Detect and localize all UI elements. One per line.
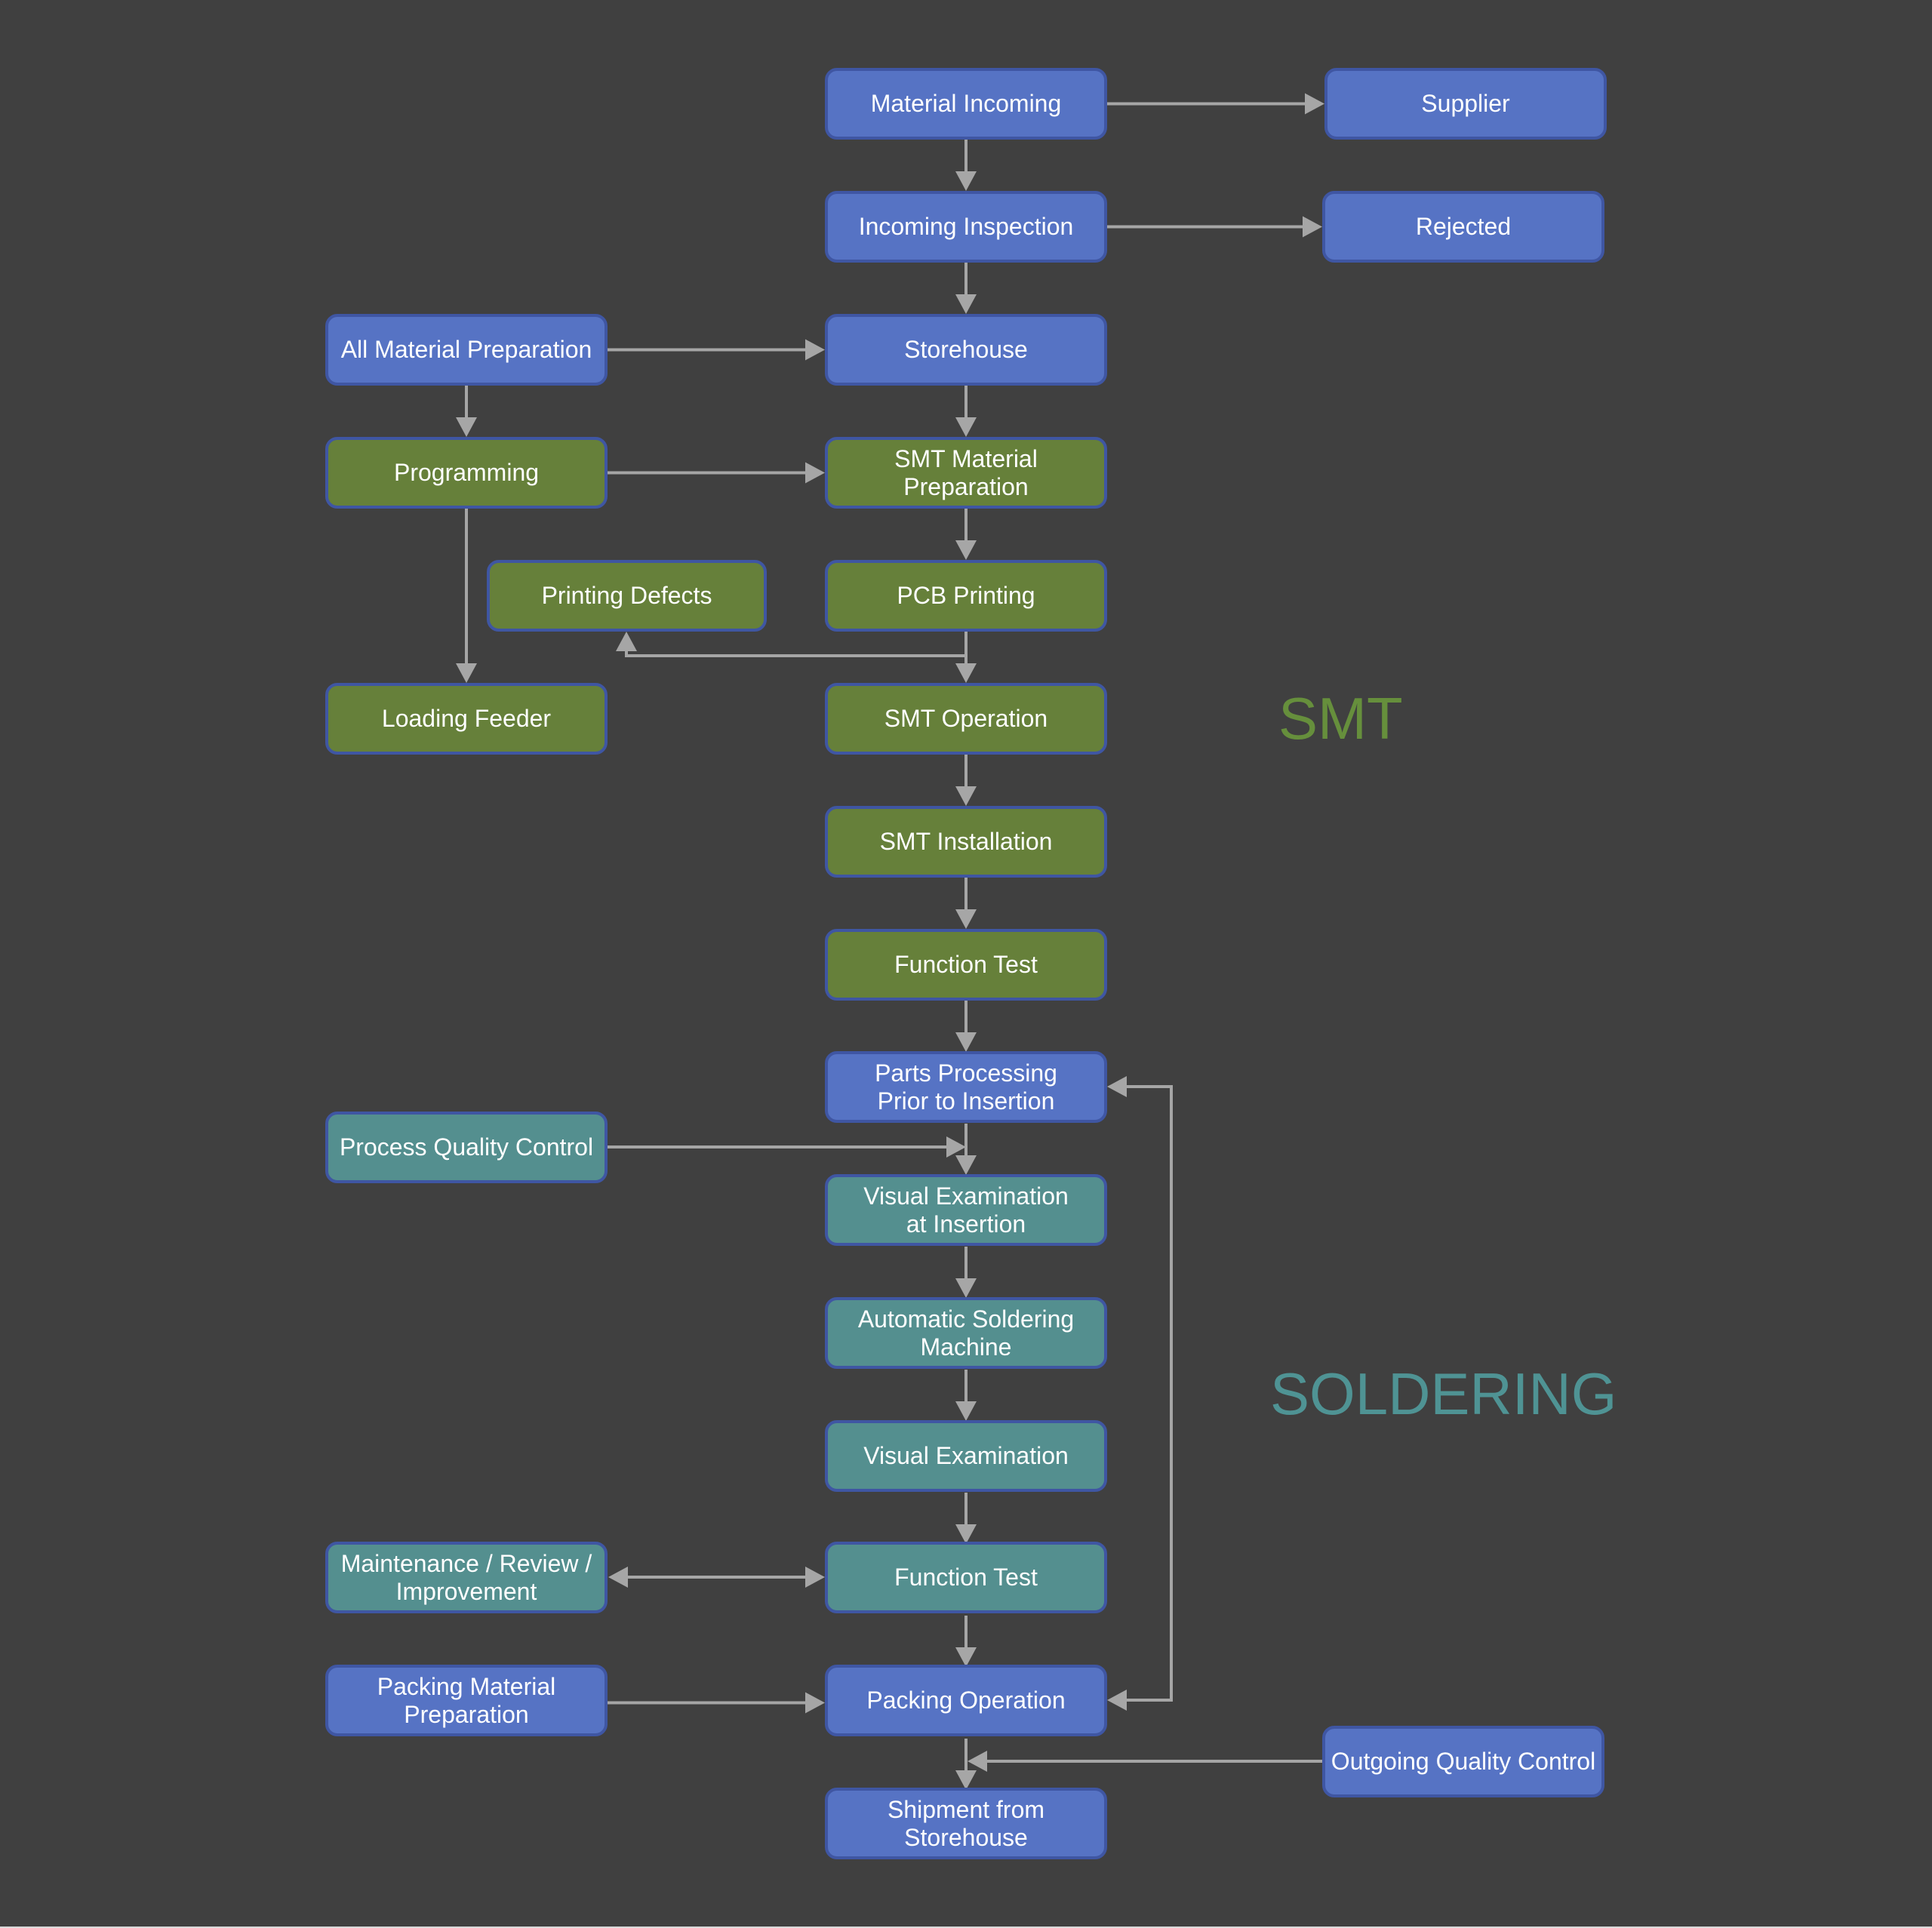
node-pcb-printing[interactable]: PCB Printing (825, 560, 1107, 632)
node-supplier[interactable]: Supplier (1324, 68, 1607, 140)
arrowhead-icon (955, 1278, 977, 1298)
node-label: Maintenance / Review / Improvement (340, 1549, 592, 1605)
node-parts-processing[interactable]: Parts Processing Prior to Insertion (825, 1051, 1107, 1123)
connector-packing-parts-loop (1126, 1085, 1173, 1702)
node-label: Function Test (894, 1564, 1038, 1591)
node-shipment-from-storehouse[interactable]: Shipment from Storehouse (825, 1788, 1107, 1859)
arrowhead-icon (955, 909, 977, 929)
node-function-test-smt[interactable]: Function Test (825, 929, 1107, 1001)
node-label: PCB Printing (897, 582, 1035, 609)
node-label: Visual Examination at Insertion (863, 1182, 1069, 1238)
arrowhead-icon (608, 1567, 628, 1588)
arrowhead-icon (955, 540, 977, 560)
arrowhead-icon (955, 294, 977, 314)
node-label: Storehouse (904, 336, 1028, 363)
arrowhead-icon (968, 1751, 987, 1772)
arrowhead-icon (456, 417, 477, 437)
arrowhead-icon (955, 1770, 977, 1790)
node-printing-defects[interactable]: Printing Defects (487, 560, 767, 632)
node-label: Function Test (894, 951, 1038, 978)
node-label: Supplier (1421, 90, 1510, 117)
node-packing-operation[interactable]: Packing Operation (825, 1665, 1107, 1736)
node-function-test-soldering[interactable]: Function Test (825, 1542, 1107, 1613)
node-label: SMT Installation (879, 828, 1053, 855)
node-label: Printing Defects (541, 582, 712, 609)
node-label: Parts Processing Prior to Insertion (875, 1059, 1057, 1115)
arrowhead-icon (955, 417, 977, 437)
node-label: Packing Material Preparation (377, 1672, 556, 1728)
arrowhead-icon (805, 1567, 825, 1588)
arrowhead-icon (955, 1032, 977, 1052)
node-visual-examination[interactable]: Visual Examination (825, 1420, 1107, 1492)
arrowhead-icon (616, 632, 637, 651)
arrowhead-icon (805, 339, 825, 361)
node-maintenance-review-improvement[interactable]: Maintenance / Review / Improvement (325, 1542, 608, 1613)
node-label: SMT Operation (884, 705, 1048, 732)
node-label: Material Incoming (870, 90, 1062, 117)
bottom-edge (0, 1926, 1932, 1928)
node-label: Automatic Soldering Machine (857, 1305, 1075, 1361)
node-process-quality-control[interactable]: Process Quality Control (325, 1112, 608, 1183)
node-label: Incoming Inspection (858, 213, 1074, 240)
node-label: All Material Preparation (340, 336, 592, 363)
arrowhead-icon (955, 171, 977, 191)
node-outgoing-quality-control[interactable]: Outgoing Quality Control (1322, 1726, 1604, 1797)
arrowhead-icon (1303, 216, 1322, 238)
arrowhead-icon (955, 1155, 977, 1175)
node-label: Loading Feeder (381, 705, 552, 732)
node-rejected[interactable]: Rejected (1322, 191, 1604, 263)
node-label: Process Quality Control (339, 1133, 594, 1161)
arrowhead-icon (1107, 1076, 1127, 1097)
node-smt-material-preparation[interactable]: SMT Material Preparation (825, 437, 1107, 509)
node-all-material-preparation[interactable]: All Material Preparation (325, 314, 608, 386)
section-label-soldering: SOLDERING (1270, 1361, 1617, 1427)
node-visual-examination-insertion[interactable]: Visual Examination at Insertion (825, 1174, 1107, 1246)
node-label: Rejected (1415, 213, 1512, 240)
arrowhead-icon (946, 1136, 966, 1158)
arrowhead-icon (456, 663, 477, 683)
node-automatic-soldering-machine[interactable]: Automatic Soldering Machine (825, 1297, 1107, 1369)
node-label: Visual Examination (863, 1442, 1069, 1469)
arrowhead-icon (805, 1692, 825, 1714)
node-programming[interactable]: Programming (325, 437, 608, 509)
node-storehouse[interactable]: Storehouse (825, 314, 1107, 386)
node-label: SMT Material Preparation (894, 444, 1038, 500)
node-label: Outgoing Quality Control (1331, 1748, 1596, 1775)
arrowhead-icon (955, 786, 977, 806)
node-loading-feeder[interactable]: Loading Feeder (325, 683, 608, 755)
connector-pcb-defects (625, 649, 966, 657)
arrowhead-icon (1305, 93, 1324, 115)
arrowhead-icon (955, 1647, 977, 1667)
arrowhead-icon (1107, 1690, 1127, 1711)
node-smt-operation[interactable]: SMT Operation (825, 683, 1107, 755)
node-label: Programming (393, 459, 540, 486)
node-label: Shipment from Storehouse (887, 1795, 1045, 1851)
section-label-smt: SMT (1278, 685, 1403, 752)
node-incoming-inspection[interactable]: Incoming Inspection (825, 191, 1107, 263)
node-material-incoming[interactable]: Material Incoming (825, 68, 1107, 140)
arrowhead-icon (955, 1401, 977, 1421)
node-label: Packing Operation (866, 1687, 1066, 1714)
arrowhead-icon (805, 462, 825, 484)
arrowhead-icon (955, 1524, 977, 1544)
node-packing-material-preparation[interactable]: Packing Material Preparation (325, 1665, 608, 1736)
arrowhead-icon (955, 663, 977, 683)
node-smt-installation[interactable]: SMT Installation (825, 806, 1107, 878)
